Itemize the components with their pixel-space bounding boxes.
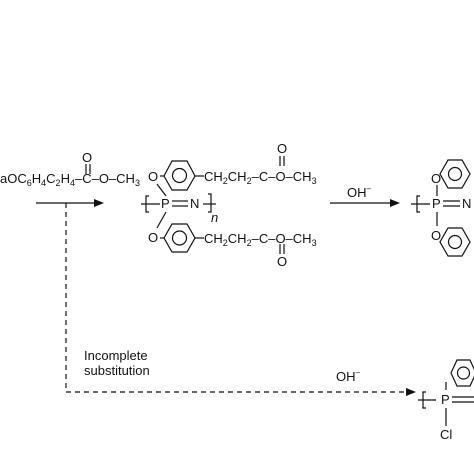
bottom-side-chain: CH2CH2–C–O–CH3 <box>204 231 317 248</box>
top-phenyl-ring <box>163 160 196 191</box>
reagent-carbonyl-oxygen: O <box>82 150 93 165</box>
polymer-p-atom: P <box>161 196 170 211</box>
right-bottom-ring <box>439 227 471 257</box>
top-side-chain: CH2CH2–C–O–CH3 <box>204 169 317 186</box>
partial-p-atom: P <box>441 392 450 407</box>
right-top-ring <box>439 159 471 189</box>
right-o-top: O <box>431 171 442 186</box>
right-n-atom: N <box>462 196 472 211</box>
bottom-phenyl-aromatic <box>171 230 188 246</box>
polymer-repeat-n: n <box>211 210 219 225</box>
right-top-ring-aromatic <box>447 166 463 182</box>
reagent-formula: aOC6H4C2H4–C–O–CH3 <box>0 171 140 188</box>
p-o-top-bond <box>156 183 167 197</box>
arrow-2-head <box>390 199 400 207</box>
polymer-n-atom: N <box>190 196 200 211</box>
partial-reagent: OH– <box>336 368 360 384</box>
incomplete-label-line2: substitution <box>84 363 150 378</box>
incomplete-label-line1: Incomplete <box>84 348 148 363</box>
arrow-1-head <box>94 199 104 207</box>
top-phenyl-aromatic <box>171 167 188 184</box>
polymer-o-top: O <box>148 169 159 184</box>
partial-top-ring-aromatic <box>456 366 471 380</box>
right-o-bottom: O <box>431 228 442 243</box>
dashed-arrow-head <box>406 388 416 396</box>
partial-cl-atom: Cl <box>440 427 453 442</box>
right-p-atom: P <box>432 196 441 211</box>
bottom-carbonyl-oxygen: O <box>277 254 288 269</box>
top-carbonyl-oxygen: O <box>277 141 288 156</box>
partial-top-ring <box>450 359 474 387</box>
right-bottom-ring-aromatic <box>447 234 463 250</box>
polymer-bracket-right <box>208 193 212 213</box>
polymer-o-bottom: O <box>148 230 159 245</box>
bottom-phenyl-ring <box>163 223 196 253</box>
p-o-bottom-bond <box>156 211 167 229</box>
step2-reagent: OH– <box>347 184 371 200</box>
